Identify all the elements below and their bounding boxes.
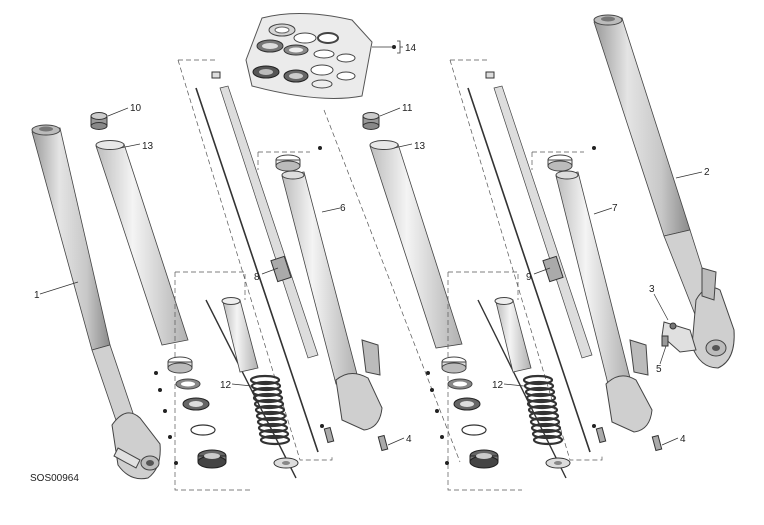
callout-3: 3	[649, 284, 655, 295]
damper-tube-left	[257, 146, 383, 431]
spring-assembly-left	[205, 297, 299, 479]
callout-13-left: 13	[142, 141, 154, 152]
seal-stack-right	[426, 271, 522, 491]
bolts-right	[592, 424, 663, 452]
inner-tube-left	[95, 143, 189, 346]
callout-1: 1	[34, 290, 40, 301]
spring-assembly-right	[477, 297, 571, 479]
cartridge-assembly-right	[449, 59, 603, 461]
kit-marker-dot	[392, 45, 396, 49]
callout-13-right: 13	[414, 141, 426, 152]
damper-tube-right	[531, 146, 653, 433]
seal-kit-bag	[245, 13, 373, 99]
fork-leg-left	[31, 124, 161, 480]
callout-2: 2	[704, 167, 710, 178]
callout-5: 5	[656, 364, 662, 375]
callout-7: 7	[612, 203, 618, 214]
callout-8: 8	[254, 272, 260, 283]
callout-9: 9	[526, 272, 532, 283]
fork-leg-right	[593, 14, 735, 369]
diagram-code: SOS00964	[30, 473, 79, 484]
cartridge-assembly-left	[177, 59, 333, 461]
fork-cap-right	[362, 112, 380, 130]
callout-11: 11	[402, 103, 413, 114]
callout-12-right: 12	[492, 380, 504, 391]
seal-stack-left	[154, 271, 250, 491]
bolts-left	[320, 424, 389, 452]
callout-6: 6	[340, 203, 346, 214]
inner-tube-right	[369, 143, 463, 349]
fork-cap-left	[90, 112, 108, 130]
callout-4-right: 4	[680, 434, 686, 445]
callout-4-left: 4	[406, 434, 412, 445]
callout-14: 14	[405, 43, 417, 54]
callout-10: 10	[130, 103, 142, 114]
callout-12-left: 12	[220, 380, 232, 391]
